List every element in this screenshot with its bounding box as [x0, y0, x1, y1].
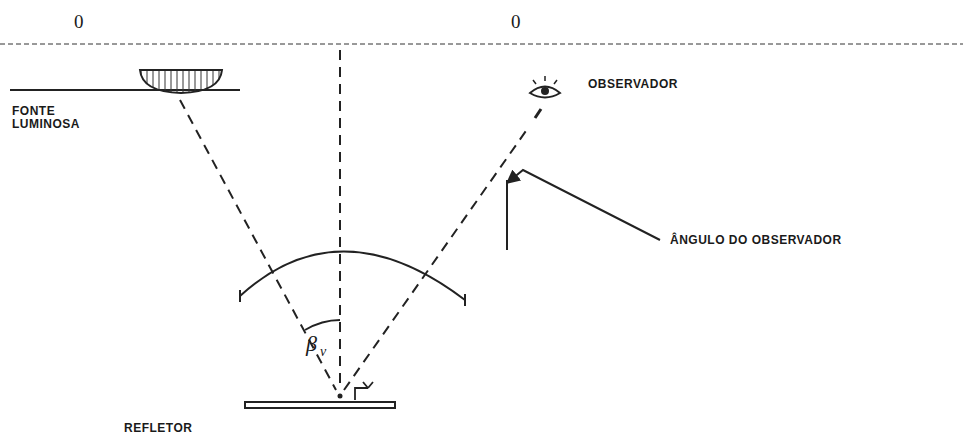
angle-label: ÂNGULO DO OBSERVADOR [670, 234, 842, 247]
reflection-point [338, 394, 343, 399]
beta-arc [305, 320, 340, 330]
normal-line [339, 50, 341, 385]
right-angle-mark [355, 382, 373, 400]
observer-angle-arc [240, 251, 465, 300]
incident-ray [180, 100, 336, 390]
separator-line [0, 44, 963, 45]
reflector-label: REFLETOR [124, 422, 192, 435]
beta-subscript: v [320, 344, 326, 359]
leader-tick [506, 180, 508, 250]
beta-symbol: β [306, 332, 317, 356]
reflector-plate [245, 402, 395, 408]
light-source-lamp [140, 70, 222, 93]
observation-ray [344, 128, 528, 390]
ray-tick [535, 109, 541, 118]
source-label: FONTE LUMINOSA [12, 105, 84, 131]
observer-eye [530, 76, 560, 98]
zero-value: 0 [74, 12, 84, 33]
observer-label: OBSERVADOR [588, 78, 678, 91]
zero-value: 0 [511, 12, 521, 33]
leader-line [507, 170, 660, 240]
